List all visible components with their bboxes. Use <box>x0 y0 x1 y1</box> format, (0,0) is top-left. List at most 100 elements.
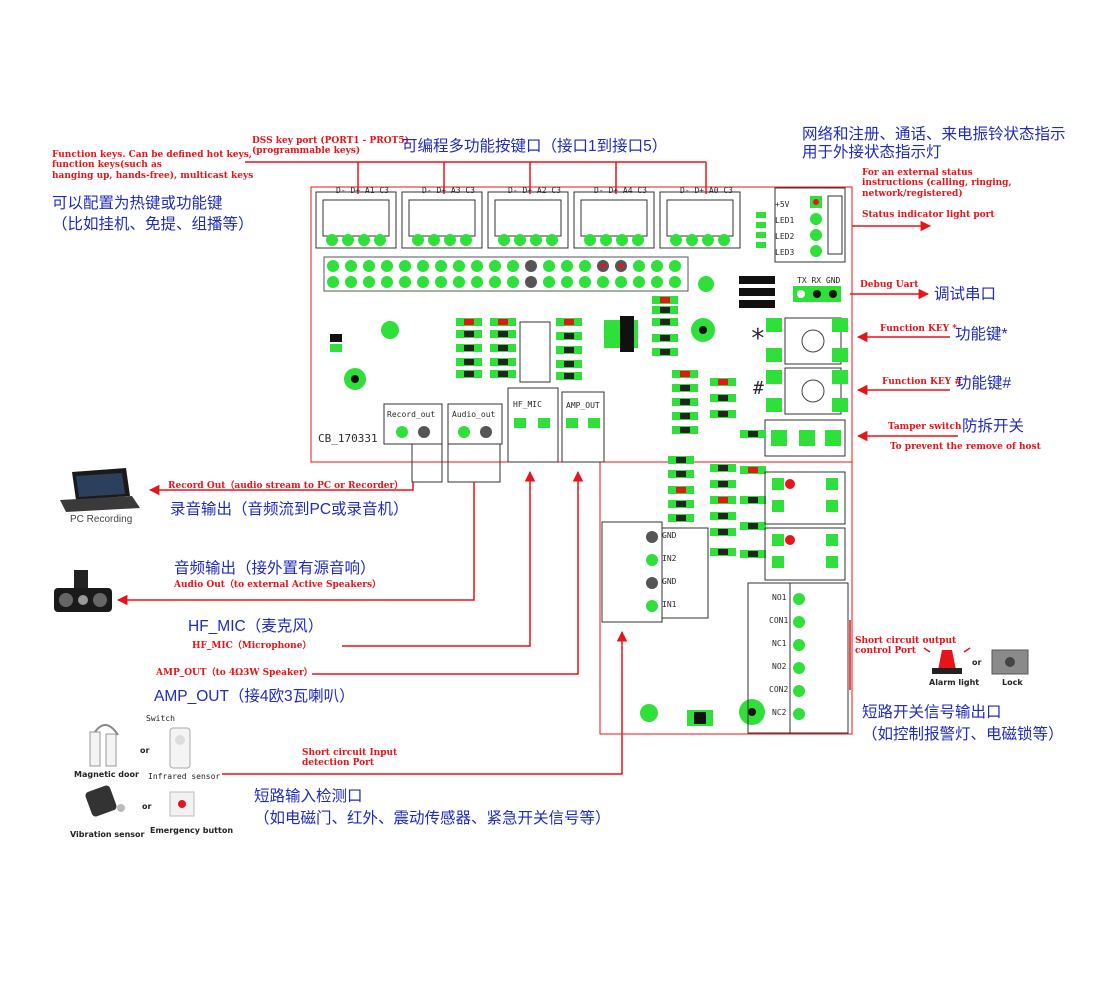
amp-cn: AMP_OUT（接4欧3瓦喇叭） <box>154 688 355 705</box>
short-out-en: Short circuit output control Port <box>855 636 957 657</box>
smd-component-body <box>718 481 728 487</box>
audio-out-silk: Audio_out <box>452 410 496 419</box>
or-label: or <box>142 802 152 811</box>
record-out-jack <box>383 403 443 483</box>
short-out-cn: 短路开关信号输出口 （如控制报警灯、电磁锁等） <box>862 704 1064 743</box>
header-pin <box>489 260 501 272</box>
header-pin <box>381 260 393 272</box>
header-pin <box>633 260 645 272</box>
smd-component-body <box>498 345 508 351</box>
dss-port-cn: 可编程多功能按键口（接口1到接口5） <box>402 138 668 155</box>
header-pin <box>543 276 555 288</box>
pin-header <box>323 256 689 292</box>
hfmic-cn: HF_MIC（麦克风） <box>188 618 324 635</box>
infrared-sensor-icon <box>169 727 191 769</box>
header-pin <box>345 276 357 288</box>
board-outline-lower <box>599 461 853 735</box>
header-pin <box>561 276 573 288</box>
header-pin <box>453 260 465 272</box>
lock-label: Lock <box>1002 678 1023 687</box>
header-pin <box>525 276 537 288</box>
lock-icon <box>991 649 1029 675</box>
smd-component-body <box>748 497 758 503</box>
smd-component-body <box>564 373 574 379</box>
record-out-silk: Record_out <box>387 410 436 419</box>
annotation-lines <box>116 161 958 775</box>
amp-en: AMP_OUT（to 4Ω3W Speaker） <box>156 668 313 678</box>
debug-cn: 调试串口 <box>934 286 997 303</box>
dss-connector <box>315 191 397 249</box>
record-out-line <box>148 482 414 496</box>
input-pin-label: GND <box>662 577 677 586</box>
relay-pin-label: NC2 <box>772 708 787 717</box>
function-star-en: Function KEY * <box>880 324 958 334</box>
smd-component-body <box>718 379 728 385</box>
header-pin <box>471 260 483 272</box>
relay-pin-label: NC1 <box>772 639 787 648</box>
input-pin-label: IN2 <box>662 554 677 563</box>
tamper-switch <box>764 419 846 457</box>
header-pin <box>669 260 681 272</box>
function-star-cn: 功能键* <box>955 326 1008 343</box>
dss-pin-label: D- D+ A0 C3 <box>680 186 733 195</box>
function-key-star <box>766 317 848 365</box>
status-cn: 网络和注册、通话、来电振铃状态指示 用于外接状态指示灯 <box>802 126 1066 161</box>
header-pin <box>399 276 411 288</box>
header-pin <box>435 276 447 288</box>
status-pin-label: LED1 <box>775 216 795 225</box>
record-en: Record Out（audio stream to PC or Recorde… <box>168 481 404 491</box>
smd-component-body <box>680 399 690 405</box>
or-label: or <box>140 746 150 755</box>
header-pin <box>435 260 447 272</box>
header-pin-marker <box>618 263 624 269</box>
mounting-pads <box>330 276 765 725</box>
relay-pin-label: CON2 <box>769 685 789 694</box>
audio-cn: 音频输出（接外置有源音响） <box>174 560 376 577</box>
alarm-light-label: Alarm light <box>929 678 980 687</box>
smd-component-body <box>680 413 690 419</box>
smd-component-body <box>680 371 690 377</box>
magnetic-door-sensor-icon <box>89 724 119 767</box>
smd-component-body <box>748 551 758 557</box>
dss-pin-label: D- D+ A3 C3 <box>422 186 475 195</box>
dss-connector <box>573 191 655 249</box>
header-pin <box>471 276 483 288</box>
short-in-cn: 短路输入检测口 （如电磁门、红外、震动传感器、紧急开关信号等） <box>254 788 611 827</box>
dss-pin-label: D- D+ A2 C3 <box>508 186 561 195</box>
smd-component-body <box>676 457 686 463</box>
hf-mic-line <box>342 470 536 647</box>
short-input-line <box>222 630 628 775</box>
header-pin <box>399 260 411 272</box>
alarm-light-icon <box>923 647 971 674</box>
record-cn: 录音输出（音频流到PC或录音机） <box>170 501 409 518</box>
smd-components <box>456 296 766 558</box>
smd-component-body <box>748 467 758 473</box>
tamper-desc-en: To prevent the remove of host <box>890 442 1041 452</box>
header-pin <box>345 260 357 272</box>
smd-component-body <box>676 515 686 521</box>
header-pin <box>543 260 555 272</box>
header-pin <box>525 260 537 272</box>
amp-out-silk: AMP_OUT <box>566 401 600 410</box>
smd-component-body <box>718 513 728 519</box>
function-key-hash <box>766 367 848 415</box>
dss-connector <box>401 191 483 249</box>
function-hash-en: Function KEY # <box>882 377 962 387</box>
hf-mic-silk: HF_MIC <box>513 400 542 409</box>
emergency-button-label: Emergency button <box>150 826 234 835</box>
smd-component-body <box>660 307 670 313</box>
header-pin <box>651 276 663 288</box>
smd-component-body <box>564 319 574 325</box>
smd-component-body <box>660 335 670 341</box>
hash-key-label: # <box>753 378 764 399</box>
speaker-icon <box>54 570 112 612</box>
status-en: For an external status instructions (cal… <box>862 168 1012 199</box>
hfmic-en: HF_MIC（Microphone） <box>192 641 312 651</box>
header-pin <box>669 276 681 288</box>
relay-pin-label: CON1 <box>769 616 789 625</box>
magnetic-door-label: Magnetic door <box>74 770 139 779</box>
hf-mic-jack <box>507 387 559 463</box>
smd-component-body <box>748 431 758 437</box>
header-pin <box>489 276 501 288</box>
